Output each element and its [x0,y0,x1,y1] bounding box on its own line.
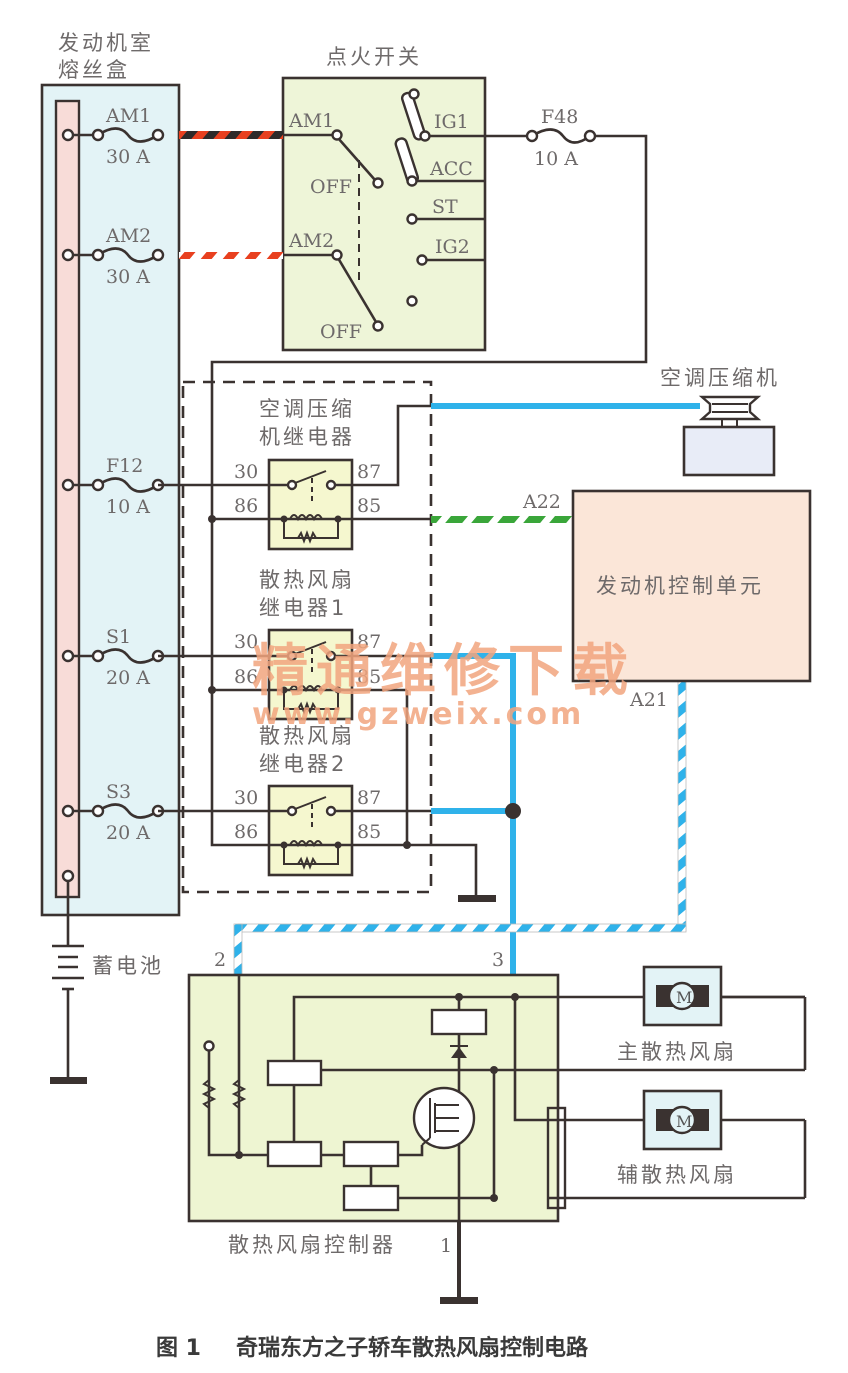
relay-fan1-pin-30: 30 [234,631,258,653]
diode-icon [451,1047,467,1058]
wire-a21-blue-white [677,680,687,932]
relay-fan2-pin-30: 30 [234,787,258,809]
fuse-am1-name: AM1 [105,105,151,127]
relay-fan1-title-1: 散热风扇 [259,568,355,592]
ecu-pin-a21: A21 [629,689,668,711]
figure-number: 图 1 [156,1336,201,1361]
relay-fan1-pin-87: 87 [357,631,381,653]
motor-icon [667,981,697,1011]
engine-control-unit: 发动机控制单元 A22 A21 [522,489,812,711]
switch-ig1-label: IG1 [434,111,469,133]
relay-fan2-pin-85: 85 [357,821,381,843]
ac-compressor: 空调压缩机 [660,366,780,477]
fuse-f48-name: F48 [541,106,578,128]
relay-fan2-title-1: 散热风扇 [259,724,355,748]
relay-ac-pin-87: 87 [357,461,381,483]
compressor-label: 空调压缩机 [660,366,780,390]
fuse-s1-name: S1 [106,626,131,648]
fuse-s3-rating: 20 A [106,822,150,844]
fuse-am2-rating: 30 A [106,266,150,288]
fuse-s1-rating: 20 A [106,667,150,689]
switch-ig2-label: IG2 [435,236,470,258]
fuse-am1: AM1 30 A [61,105,165,168]
relay-ground-wire [431,843,478,898]
controller-pin-2: 2 [214,949,226,971]
relay-fan2-title-2: 继电器2 [259,752,347,776]
controller-pin-3: 3 [492,949,504,971]
wire-am1-red-black [179,131,283,139]
relay-fan1-pin-86: 86 [234,666,258,688]
switch-am1-label: AM1 [288,110,334,132]
fuse-f12-rating: 10 A [106,496,150,518]
main-radiator-fan: M 主散热风扇 [617,965,807,1070]
relay-ac-pin-86: 86 [234,495,258,517]
relay-ac-pin-85: 85 [357,495,381,517]
fan-relay-2: 散热风扇 继电器2 30 87 86 85 [158,690,431,877]
relay-box [181,380,433,894]
fuse-s1: S1 20 A [61,626,165,689]
battery-label: 蓄电池 [92,954,164,978]
connector-icon [546,1106,567,1210]
fuse-f12: F12 10 A [61,455,165,518]
watermark-text: 精通维修下载 [252,639,636,704]
ground-icon [50,1077,87,1084]
aux-fan-label: 辅散热风扇 [617,1163,737,1187]
compressor-pulley-icon [698,395,762,421]
motor-symbol: M [676,988,692,1007]
ignition-switch: 点火开关 AM1 AM2 OFF OFF IG1 ACC ST IG2 [281,45,487,352]
ecu-label: 发动机控制单元 [596,574,764,598]
relay-fan1-pin-85: 85 [357,666,381,688]
wire-a22-green-white [431,516,573,523]
fuse-am2-name: AM2 [105,225,151,247]
switch-off-label-1: OFF [310,176,352,198]
fuse-f48-rating: 10 A [534,148,578,170]
ac-compressor-relay: 空调压缩 机继电器 30 87 86 85 [158,397,431,551]
fuse-am2: AM2 30 A [61,225,165,288]
motor-icon [667,1105,697,1135]
relay-ac-pin-30: 30 [234,461,258,483]
ecu-pin-a22: A22 [522,491,561,513]
fuse-box-title-2: 熔丝盒 [58,58,130,82]
fan-controller: 2 3 散热风扇控制器 1 [187,949,805,1304]
wire-am2-red-white [179,252,283,259]
switch-am2-label: AM2 [288,230,334,252]
bus-bar [54,99,81,899]
switch-st-label: ST [432,196,458,218]
engine-fuse-box: 发动机室 熔丝盒 [40,31,181,917]
ground-icon [440,1297,478,1304]
watermark-url: www.gzweix.com [252,697,584,732]
switch-acc-label: ACC [429,158,473,180]
switch-off-label-2: OFF [320,321,362,343]
relay-fan1-title-2: 继电器1 [259,596,347,620]
fuse-f12-name: F12 [106,455,143,477]
aux-radiator-fan: M 辅散热风扇 [617,1089,807,1198]
motor-symbol: M [676,1112,692,1131]
ground-icon [458,895,496,902]
figure-caption: 奇瑞东方之子轿车散热风扇控制电路 [236,1335,589,1361]
controller-pin-1: 1 [440,1235,452,1257]
fuse-s3: S3 20 A [61,781,165,844]
fuse-am1-rating: 30 A [106,146,150,168]
junction-dot [505,803,521,819]
relay-fan2-pin-86: 86 [234,821,258,843]
fuse-s3-name: S3 [106,781,131,803]
battery: 蓄电池 [50,881,164,1084]
wire-fan-blue [431,653,516,975]
fan-relay-1: 散热风扇 继电器1 30 87 86 85 [158,568,431,721]
relay-fan2-pin-87: 87 [357,787,381,809]
fuse-box-title-1: 发动机室 [58,31,154,55]
relay-ac-title-1: 空调压缩 [259,397,355,421]
ignition-switch-title: 点火开关 [326,45,422,69]
relay-ac-title-2: 机继电器 [259,425,355,449]
main-fan-label: 主散热风扇 [617,1040,737,1064]
controller-label: 散热风扇控制器 [228,1233,396,1257]
